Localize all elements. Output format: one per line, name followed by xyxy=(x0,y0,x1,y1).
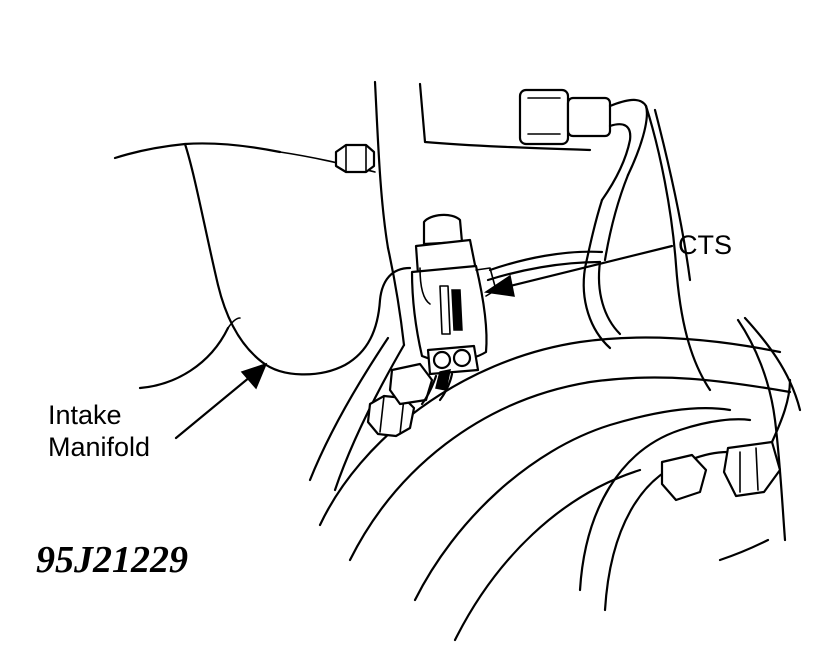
intake-manifold-label-line2: Manifold xyxy=(48,432,151,462)
coolant-temperature-sensor xyxy=(410,213,497,406)
intake-manifold-label-line1: Intake xyxy=(48,400,122,430)
intake-manifold-leader-arrow xyxy=(174,362,268,440)
bolt-lower xyxy=(366,362,434,438)
sensor-wire-harness xyxy=(486,250,604,282)
bolt-head-top xyxy=(334,143,376,174)
intake-manifold-outline xyxy=(138,142,412,390)
right-hoses xyxy=(582,104,712,392)
hose-clamp xyxy=(660,378,792,502)
figure-number: 95J21229 xyxy=(36,539,188,581)
cts-leader-arrow xyxy=(483,244,674,297)
cts-label: CTS xyxy=(678,230,732,260)
manifold-runner-lines xyxy=(308,246,406,492)
top-connector xyxy=(518,88,648,270)
